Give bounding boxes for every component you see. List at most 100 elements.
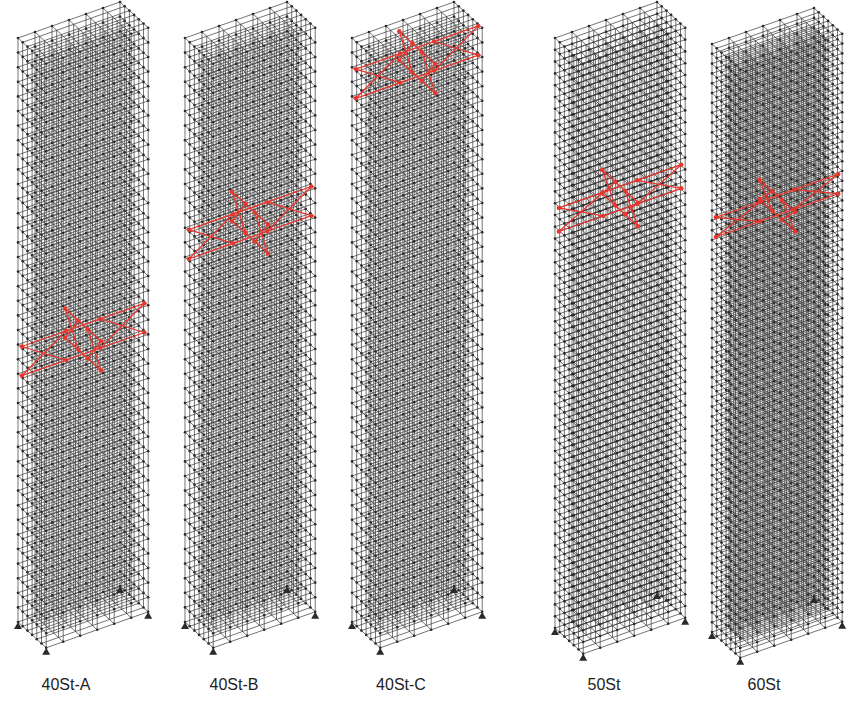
joint-dot (123, 34, 126, 37)
joint-dot (40, 540, 43, 543)
joint-dot (188, 479, 191, 482)
joint-dot (212, 340, 215, 343)
joint-dot (138, 354, 141, 357)
joint-dot (147, 143, 150, 146)
joint-dot (290, 589, 293, 592)
joint-dot (203, 434, 206, 437)
joint-dot (218, 346, 221, 349)
joint-dot (40, 598, 43, 601)
joint-dot (79, 182, 82, 185)
joint-dot (203, 317, 206, 320)
joint-dot (212, 544, 215, 547)
joint-dot (314, 377, 317, 380)
joint-dot (40, 219, 43, 222)
joint-dot (147, 260, 150, 263)
joint-dot (119, 30, 122, 33)
joint-dot (198, 634, 201, 637)
joint-dot (300, 87, 303, 90)
joint-dot (207, 511, 210, 514)
joint-dot (62, 465, 65, 468)
joint-dot (218, 434, 221, 437)
joint-dot (252, 100, 255, 103)
joint-dot (138, 383, 141, 386)
joint-dot (17, 270, 20, 273)
joint-dot (26, 469, 29, 472)
joint-dot (184, 66, 187, 69)
joint-dot (138, 208, 141, 211)
joint-dot (300, 43, 303, 46)
joint-dot (300, 203, 303, 206)
joint-dot (207, 613, 210, 616)
joint-dot (269, 343, 272, 346)
joint-dot (309, 285, 312, 288)
joint-dot (62, 115, 65, 118)
joint-dot (119, 118, 122, 121)
joint-dot (280, 258, 283, 261)
joint-dot (218, 331, 221, 334)
joint-dot (147, 494, 150, 497)
joint-dot (31, 619, 34, 622)
joint-dot (309, 562, 312, 565)
joint-dot (79, 620, 82, 623)
joint-dot (235, 136, 238, 139)
joint-dot (201, 440, 204, 443)
joint-dot (133, 87, 136, 90)
joint-dot (26, 264, 29, 267)
joint-dot (128, 112, 131, 115)
joint-dot (207, 336, 210, 339)
joint-dot (79, 109, 82, 112)
joint-dot (184, 241, 187, 244)
joint-dot (305, 252, 308, 255)
joint-dot (203, 171, 206, 174)
joint-dot (235, 311, 238, 314)
joint-dot (193, 527, 196, 530)
joint-dot (269, 197, 272, 200)
joint-dot (85, 57, 88, 60)
joint-dot (21, 275, 24, 278)
joint-dot (229, 597, 232, 600)
joint-dot (119, 512, 122, 515)
joint-dot (36, 594, 39, 597)
joint-dot (229, 319, 232, 322)
joint-dot (130, 383, 133, 386)
joint-dot (128, 185, 131, 188)
joint-dot (85, 305, 88, 308)
joint-dot (252, 378, 255, 381)
joint-dot (246, 518, 249, 521)
outrigger-joint (98, 317, 102, 321)
joint-dot (295, 579, 298, 582)
joint-dot (305, 558, 308, 561)
joint-dot (252, 451, 255, 454)
joint-dot (34, 206, 37, 209)
joint-dot (295, 550, 298, 553)
joint-dot (45, 559, 48, 562)
joint-dot (79, 635, 82, 638)
joint-dot (133, 554, 136, 557)
joint-dot (36, 638, 39, 641)
joint-dot (314, 85, 317, 88)
joint-dot (102, 124, 105, 127)
joint-dot (218, 171, 221, 174)
joint-dot (252, 553, 255, 556)
joint-dot (147, 581, 150, 584)
joint-dot (133, 116, 136, 119)
joint-dot (96, 526, 99, 529)
joint-dot (34, 294, 37, 297)
joint-dot (201, 264, 204, 267)
joint-dot (119, 15, 122, 18)
joint-dot (201, 148, 204, 151)
joint-dot (85, 465, 88, 468)
joint-dot (128, 9, 131, 12)
joint-dot (36, 492, 39, 495)
joint-dot (142, 533, 145, 536)
joint-dot (138, 179, 141, 182)
joint-dot (246, 532, 249, 535)
joint-dot (138, 62, 141, 65)
joint-dot (269, 401, 272, 404)
joint-dot (300, 568, 303, 571)
joint-dot (280, 374, 283, 377)
joint-dot (290, 180, 293, 183)
joint-dot (229, 407, 232, 410)
joint-dot (198, 210, 201, 213)
joint-dot (188, 129, 191, 132)
